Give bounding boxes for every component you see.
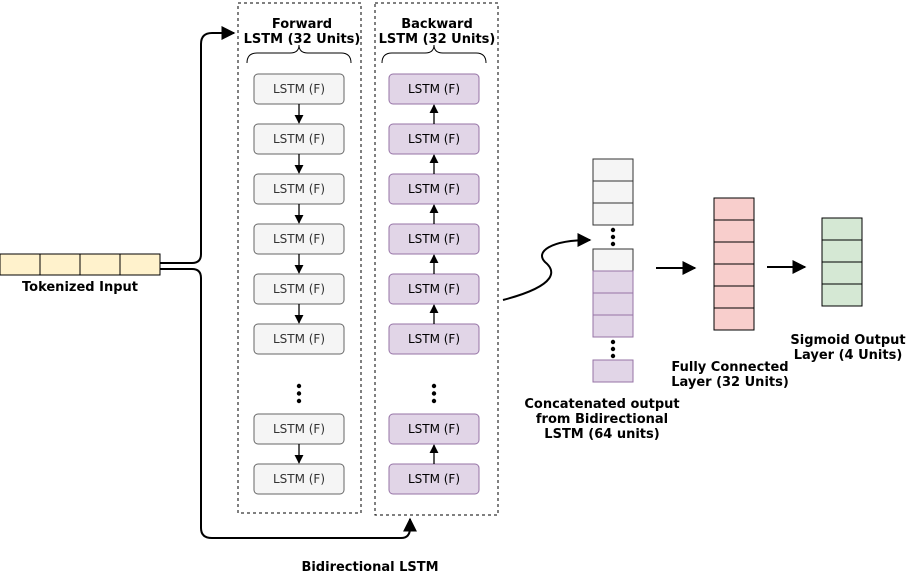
forward-ellipsis <box>296 383 302 404</box>
forward-lstm-cell-label: LSTM (F) <box>273 332 325 346</box>
forward-brace <box>246 44 352 64</box>
backward-lstm-cell-label: LSTM (F) <box>408 132 460 146</box>
input-to-backward-arrow <box>160 268 417 539</box>
fc-cell <box>713 197 755 221</box>
concat-label-line2: from Bidirectional <box>536 412 668 427</box>
sigmoid-label-line2: Layer (4 Units) <box>794 348 903 363</box>
tokenized-input-label: Tokenized Input <box>22 280 138 295</box>
bilstm-to-concat-arrow <box>502 233 592 301</box>
backward-lstm-cell-label: LSTM (F) <box>408 282 460 296</box>
fc-cell <box>713 219 755 243</box>
concat-ellipsis-lower <box>610 339 616 359</box>
concat-cell <box>592 270 634 294</box>
backward-lstm-cell-label: LSTM (F) <box>408 232 460 246</box>
backward-lstm-cells: LSTM (F) LSTM (F) LSTM (F) LSTM (F) LSTM (F)… <box>388 73 480 495</box>
fully-connected-stack <box>713 197 755 331</box>
forward-lstm-cell <box>253 463 345 495</box>
concat-cell <box>592 359 634 383</box>
concat-label-line1: Concatenated output <box>524 397 679 412</box>
concat-label-line3: LSTM (64 units) <box>544 427 659 442</box>
backward-lstm-cell-label: LSTM (F) <box>408 422 460 436</box>
concat-cell <box>592 314 634 338</box>
sigmoid-cell <box>821 261 863 285</box>
forward-lstm-cell-label: LSTM (F) <box>273 82 325 96</box>
token-cell <box>0 253 41 276</box>
backward-lstm-cell-label: LSTM (F) <box>408 332 460 346</box>
forward-lstm-cell-label: LSTM (F) <box>273 232 325 246</box>
backward-title-line1: Backward <box>401 17 473 32</box>
fc-cell <box>713 241 755 265</box>
sigmoid-label-line1: Sigmoid Output <box>790 333 905 348</box>
concat-cell <box>592 158 634 182</box>
forward-lstm-container <box>237 2 362 514</box>
forward-lstm-cell-label: LSTM (F) <box>273 472 325 486</box>
backward-ellipsis <box>431 383 437 404</box>
fc-cell <box>713 307 755 331</box>
concat-ellipsis-upper <box>610 227 616 247</box>
backward-brace <box>381 44 487 64</box>
token-cell <box>79 253 121 276</box>
fc-cell <box>713 285 755 309</box>
concat-cell <box>592 292 634 316</box>
concat-cell <box>592 202 634 226</box>
sigmoid-cell <box>821 239 863 263</box>
backward-lstm-cell-label: LSTM (F) <box>408 82 460 96</box>
forward-lstm-cell-label: LSTM (F) <box>273 182 325 196</box>
backward-lstm-cell-label: LSTM (F) <box>408 472 460 486</box>
backward-lstm-container <box>374 2 499 516</box>
concat-cell <box>592 180 634 204</box>
token-cell <box>119 253 161 276</box>
forward-title-line2: LSTM (32 Units) <box>244 32 361 47</box>
fc-label-line1: Fully Connected <box>671 360 788 375</box>
forward-lstm-cell-label: LSTM (F) <box>273 282 325 296</box>
forward-lstm-cell-label: LSTM (F) <box>273 422 325 436</box>
fc-cell <box>713 263 755 287</box>
forward-lstm-cells: LSTM (F) LSTM (F) LSTM (F) LSTM (F) LSTM (F)… <box>253 73 345 495</box>
sigmoid-cell <box>821 217 863 241</box>
forward-title-line1: Forward <box>272 17 332 32</box>
backward-title-line2: LSTM (32 Units) <box>379 32 496 47</box>
input-to-forward-arrow <box>160 26 236 264</box>
backward-lstm-cell <box>388 73 480 105</box>
backward-lstm-cell-label: LSTM (F) <box>408 182 460 196</box>
concat-cell <box>592 248 634 272</box>
sigmoid-output-stack <box>821 217 863 307</box>
backward-lstm-cell <box>388 413 480 445</box>
fc-label-line2: Layer (32 Units) <box>671 375 789 390</box>
forward-lstm-cell-label: LSTM (F) <box>273 132 325 146</box>
token-cell <box>39 253 81 276</box>
tokenized-input-strip <box>0 253 161 276</box>
forward-lstm-cell <box>253 323 345 355</box>
bidirectional-lstm-label: Bidirectional LSTM <box>301 560 438 575</box>
sigmoid-cell <box>821 283 863 307</box>
concatenated-output-stack <box>592 158 634 383</box>
